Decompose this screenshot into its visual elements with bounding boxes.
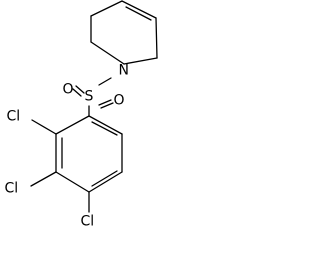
- bond-c1-c2: [55, 115, 90, 135]
- bond-s-o1-a: [75, 85, 85, 94]
- bond-c3-c4: [90, 0, 123, 17]
- chemical-structure: N S O O Cl Cl Cl: [5, 0, 158, 230]
- bond-c4-c5: [121, 0, 157, 19]
- chlorine-label-lower-right: Cl: [81, 214, 95, 230]
- sulfonyl-group: [72, 77, 114, 117]
- chlorine-label-upper: Cl: [7, 109, 21, 125]
- bond-c5-c6: [155, 17, 158, 59]
- nitrogen-label: N: [119, 63, 129, 79]
- bond-n-s: [98, 77, 112, 86]
- bond-s-o1-b: [72, 88, 82, 97]
- chlorine-label-lower-left: Cl: [5, 181, 19, 197]
- sulfur-label: S: [85, 89, 94, 105]
- bond-n-c2: [90, 41, 125, 65]
- tetrahydropyridine-ring: [90, 0, 158, 65]
- bond-c4-cl: [30, 171, 57, 187]
- bond-c4-c5-inner: [125, 6, 152, 21]
- bond-s-o2-a: [98, 99, 112, 106]
- bond-c6-n: [123, 57, 158, 65]
- chlorine-bonds: [30, 119, 90, 213]
- bond-s-o2-b: [100, 102, 114, 109]
- bond-c4-c5-inner: [91, 170, 118, 187]
- trichlorophenyl-ring: [55, 115, 123, 193]
- bond-c4-c5: [88, 171, 123, 193]
- bond-c2-cl: [31, 119, 57, 135]
- oxygen-label-lower: O: [114, 93, 125, 109]
- bond-c6-c1-inner: [91, 121, 118, 136]
- bond-c6-c1: [88, 115, 123, 135]
- bond-c3-c4: [55, 171, 90, 193]
- oxygen-label-upper: O: [63, 82, 74, 98]
